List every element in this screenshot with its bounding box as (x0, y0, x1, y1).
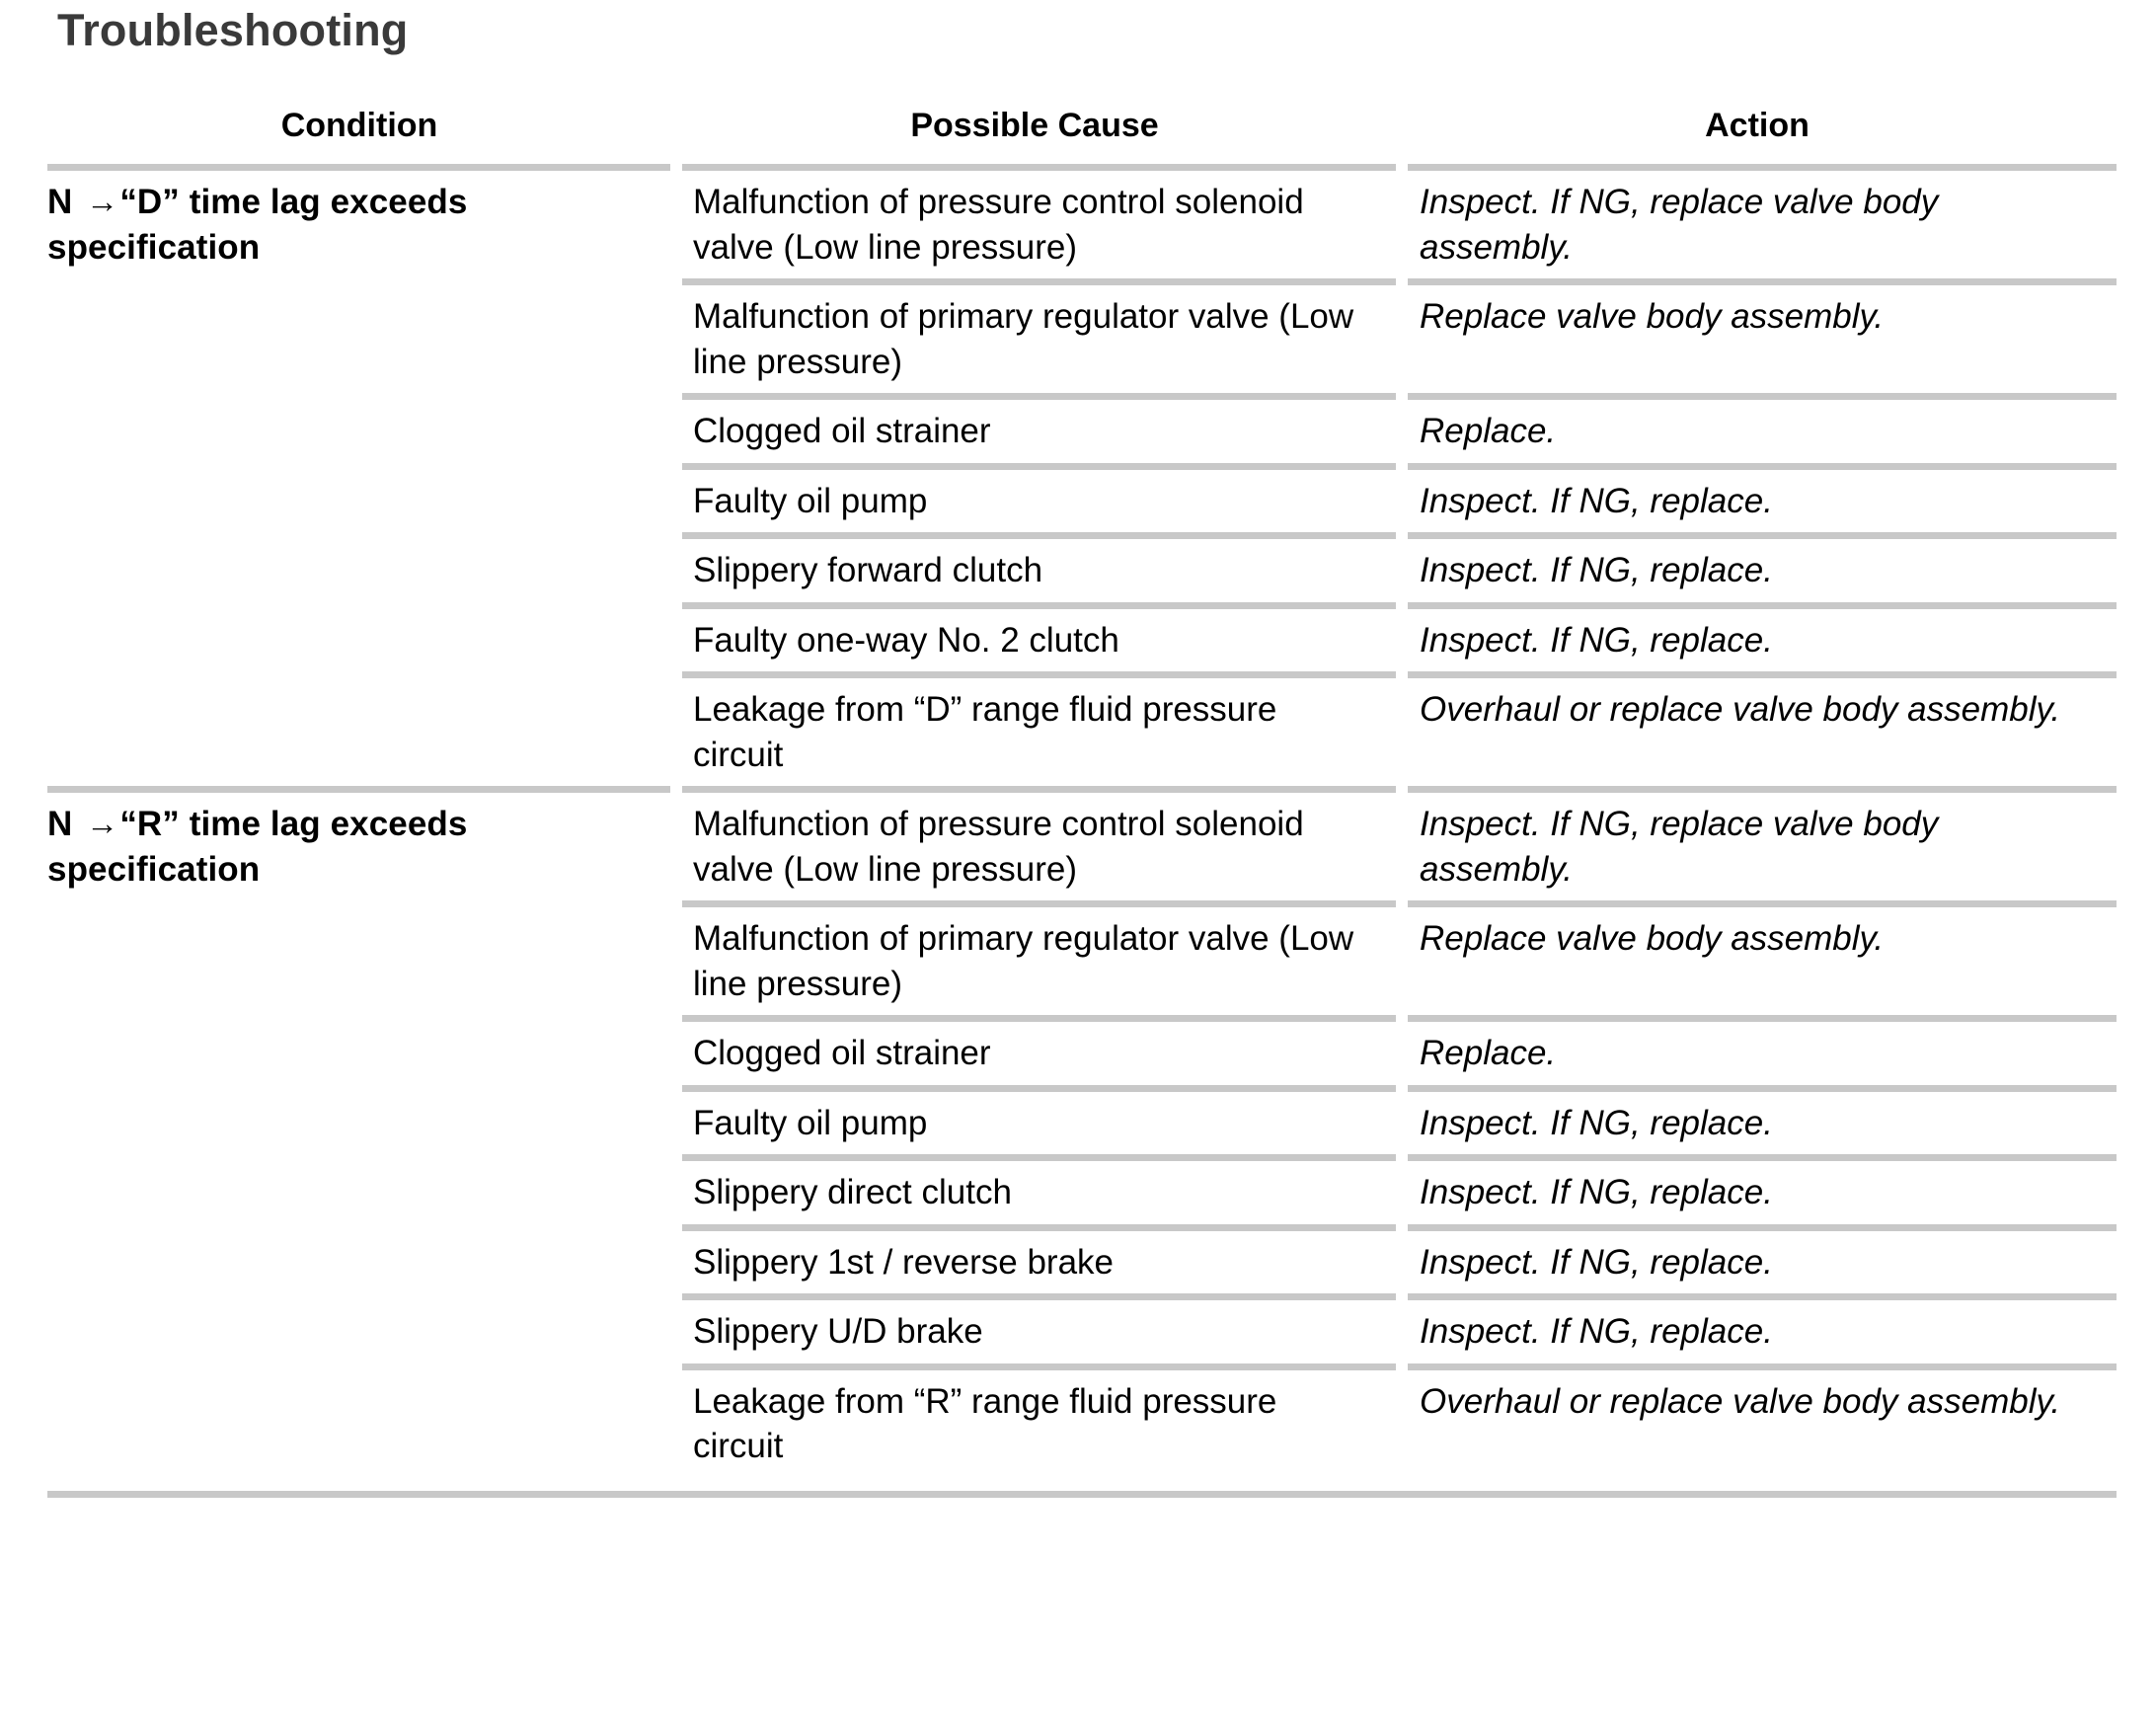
row-separator-rule (682, 602, 1396, 609)
row-separator-rule (1408, 671, 2117, 678)
row-separator-rule (682, 1293, 1396, 1300)
row-separator-rule (682, 393, 1396, 400)
row-separator-rule (682, 532, 1396, 539)
row-separator-rule (1408, 1085, 2117, 1092)
column-header-action: Action (1705, 107, 1810, 144)
table-bottom-rule (47, 1491, 2117, 1498)
action-cell: Inspect. If NG, replace. (1420, 1312, 1773, 1352)
possible-cause-cell: Slippery 1st / reverse brake (693, 1242, 1115, 1282)
possible-cause-cell: Malfunction of primary regulator valve (… (693, 297, 1354, 381)
table-row: Slippery direct clutch Inspect. If NG, re… (47, 1161, 2117, 1231)
table-row: N →“R” time lag exceeds specification Mal… (47, 793, 2117, 907)
action-cell: Inspect. If NG, replace. (1420, 481, 1773, 520)
row-separator-rule (682, 278, 1396, 285)
possible-cause-cell: Leakage from “D” range fluid pressure ci… (693, 690, 1277, 774)
row-separator-rule (1408, 1015, 2117, 1022)
table-row: Slippery U/D brake Inspect. If NG, replac… (47, 1300, 2117, 1370)
table-row: Faulty oil pump Inspect. If NG, replace. (47, 1092, 2117, 1162)
table-row: N →“D” time lag exceeds specification Mal… (47, 171, 2117, 285)
row-separator-rule (1408, 1293, 2117, 1300)
row-separator-rule (682, 1085, 1396, 1092)
action-cell: Inspect. If NG, replace. (1420, 551, 1773, 590)
action-cell: Inspect. If NG, replace valve body assem… (1420, 183, 1939, 267)
possible-cause-cell: Clogged oil strainer (693, 412, 991, 451)
condition-cell: N →“D” time lag exceeds specification (47, 171, 671, 793)
action-cell: Replace. (1420, 412, 1557, 451)
possible-cause-cell: Slippery forward clutch (693, 551, 1043, 590)
row-separator-rule (1408, 900, 2117, 907)
action-cell: Overhaul or replace valve body assembly. (1420, 1381, 2061, 1421)
possible-cause-cell: Faulty oil pump (693, 1103, 928, 1142)
action-cell: Replace valve body assembly. (1420, 919, 1885, 959)
condition-prefix: N (47, 805, 83, 844)
table-head: Condition Possible Cause Action (47, 107, 2117, 171)
section-divider-rule (1408, 786, 2117, 793)
row-separator-rule (682, 1363, 1396, 1370)
row-separator-rule (682, 671, 1396, 678)
table-row: Slippery forward clutch Inspect. If NG, r… (47, 539, 2117, 609)
possible-cause-cell: Clogged oil strainer (693, 1034, 991, 1073)
row-separator-rule (1408, 393, 2117, 400)
action-cell: Inspect. If NG, replace. (1420, 620, 1773, 660)
right-arrow-icon: → (86, 805, 119, 842)
action-cell: Replace. (1420, 1034, 1557, 1073)
page-title: Troubleshooting (57, 5, 409, 55)
row-separator-rule (1408, 463, 2117, 470)
troubleshooting-table: Condition Possible Cause Action N →“D” t… (47, 107, 2117, 1485)
action-cell: Replace valve body assembly. (1420, 297, 1885, 337)
table-row: Malfunction of primary regulator valve (… (47, 907, 2117, 1022)
action-cell: Inspect. If NG, replace. (1420, 1103, 1773, 1142)
possible-cause-cell: Faulty one-way No. 2 clutch (693, 620, 1119, 660)
row-separator-rule (1408, 1154, 2117, 1161)
condition-text: “D” time lag exceeds specification (47, 183, 468, 267)
column-header-condition: Condition (280, 107, 438, 144)
action-cell: Inspect. If NG, replace. (1420, 1173, 1773, 1212)
possible-cause-cell: Slippery direct clutch (693, 1173, 1012, 1212)
row-separator-rule (1408, 278, 2117, 285)
header-rule (1408, 164, 2117, 171)
section-divider-rule (682, 786, 1396, 793)
row-separator-rule (1408, 532, 2117, 539)
right-arrow-icon: → (86, 183, 119, 220)
row-separator-rule (682, 1015, 1396, 1022)
column-header-possible-cause: Possible Cause (910, 107, 1159, 144)
header-rule (47, 164, 670, 171)
action-cell: Inspect. If NG, replace valve body assem… (1420, 805, 1939, 889)
row-separator-rule (682, 1154, 1396, 1161)
row-separator-rule (1408, 602, 2117, 609)
possible-cause-cell: Slippery U/D brake (693, 1312, 983, 1352)
table-row: Faulty oil pump Inspect. If NG, replace. (47, 470, 2117, 540)
possible-cause-cell: Leakage from “R” range fluid pressure ci… (693, 1381, 1277, 1466)
row-separator-rule (682, 463, 1396, 470)
possible-cause-cell: Malfunction of pressure control solenoid… (693, 183, 1304, 267)
row-separator-rule (682, 900, 1396, 907)
condition-text: “R” time lag exceeds specification (47, 805, 468, 889)
table-row: Malfunction of primary regulator valve (… (47, 285, 2117, 400)
action-cell: Overhaul or replace valve body assembly. (1420, 690, 2061, 730)
table-row: Slippery 1st / reverse brake Inspect. If … (47, 1231, 2117, 1301)
header-rule (682, 164, 1396, 171)
table-row: Leakage from “D” range fluid pressure ci… (47, 678, 2117, 793)
table-row: Clogged oil strainer Replace. (47, 400, 2117, 470)
condition-prefix: N (47, 183, 83, 222)
condition-cell: N →“R” time lag exceeds specification (47, 793, 671, 1485)
row-separator-rule (1408, 1363, 2117, 1370)
section-divider-rule (47, 786, 670, 793)
possible-cause-cell: Malfunction of primary regulator valve (… (693, 919, 1354, 1003)
possible-cause-cell: Malfunction of pressure control solenoid… (693, 805, 1304, 889)
table-row: Leakage from “R” range fluid pressure ci… (47, 1370, 2117, 1485)
table-row: Clogged oil strainer Replace. (47, 1022, 2117, 1092)
row-separator-rule (682, 1224, 1396, 1231)
possible-cause-cell: Faulty oil pump (693, 481, 928, 520)
row-separator-rule (1408, 1224, 2117, 1231)
table-header-row: Condition Possible Cause Action (47, 107, 2117, 171)
action-cell: Inspect. If NG, replace. (1420, 1242, 1773, 1282)
table-row: Faulty one-way No. 2 clutch Inspect. If N… (47, 609, 2117, 679)
